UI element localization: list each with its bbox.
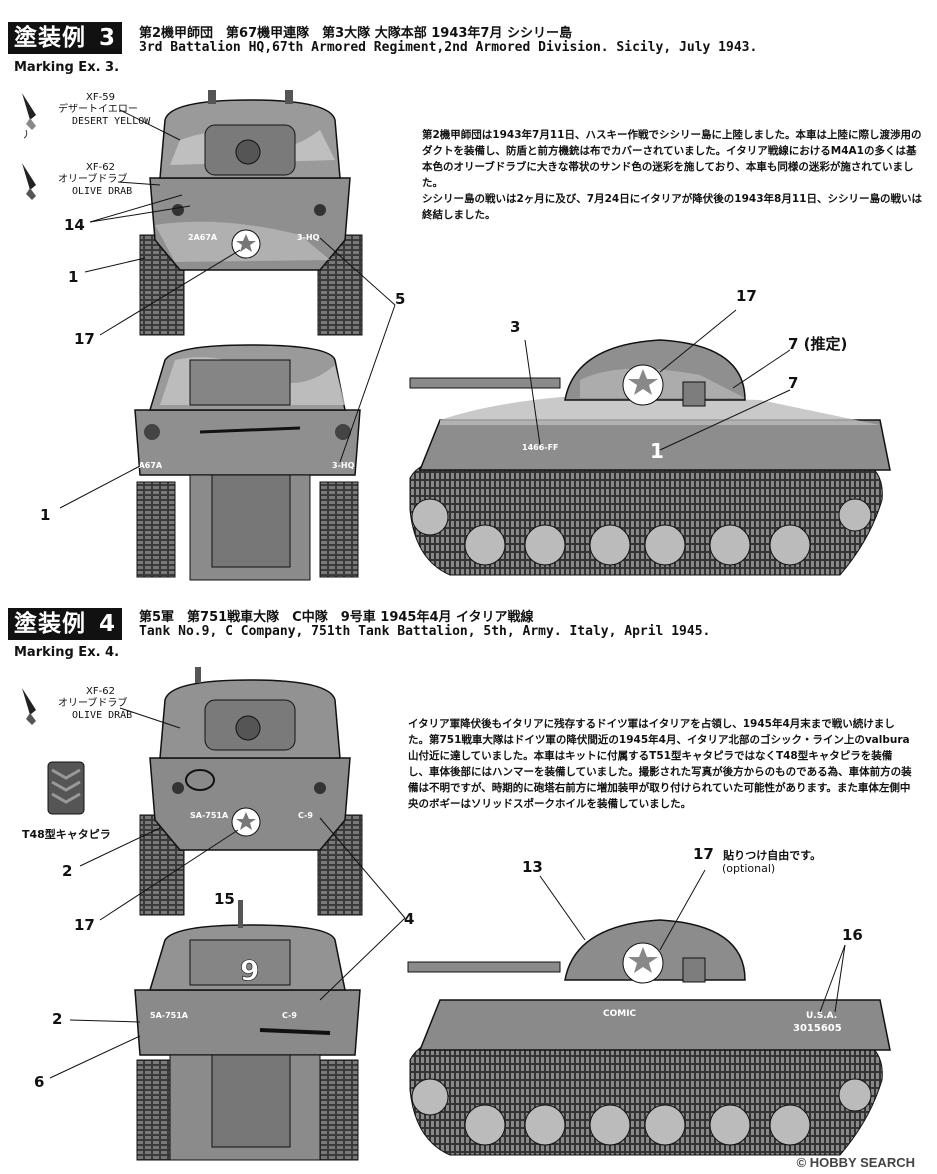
callout-16: 16	[842, 926, 863, 944]
paint-name-jp: オリーブドラブ	[58, 698, 128, 709]
badge-number: 4	[99, 611, 117, 637]
hull-number-front-right: 3-HQ	[297, 233, 320, 242]
callout-13: 13	[522, 858, 543, 876]
usa-text: U.S.A.	[806, 1011, 837, 1021]
badge-number: 3	[99, 25, 117, 51]
ex3-title-jp: 第2機甲師団 第67機甲連隊 第3大隊 大隊本部 1943年7月 シシリー島	[139, 26, 572, 41]
ex4-paint1-label: XF-62 オリーブドラブ OLIVE DRAB	[58, 686, 132, 722]
hull-number-front: 2A67A	[188, 233, 218, 242]
callout-15: 15	[214, 890, 235, 908]
comic-name: COMIC	[603, 1009, 637, 1019]
hull-front-left-code: SA-751A	[190, 811, 229, 820]
callout-number: 17	[693, 845, 714, 863]
turret-number-side: 1	[650, 439, 664, 463]
ex4-side-view: COMIC U.S.A. 3015605	[407, 919, 891, 1156]
t48-track-icon	[47, 761, 85, 815]
desc-para: イタリア軍降伏後もイタリアに残存するドイツ軍はイタリアを占領し、1945年4月末…	[408, 718, 912, 810]
hull-front-right-code: C-9	[298, 811, 313, 820]
ex4-marking-label: Marking Ex. 4.	[14, 645, 120, 660]
rear-number-left: 2A67A	[133, 461, 163, 470]
hull-number-side: 1466-FF	[522, 443, 559, 452]
callout-6: 6	[34, 1073, 45, 1091]
ex3-side-view: 1 1466-FF	[409, 339, 891, 576]
callout-3: 3	[510, 318, 521, 336]
turret-rear-number: 9	[240, 954, 259, 987]
rear-number-right: 3-HQ	[332, 461, 355, 470]
callout-2: 2	[62, 862, 73, 880]
ex4-front-view: SA-751A C-9	[139, 667, 363, 916]
callout-17: 17	[74, 330, 95, 348]
optional-note-jp: 貼りつけ自由です。	[723, 849, 822, 862]
paint-code: XF-62	[86, 686, 115, 697]
callout-7: 7	[788, 374, 799, 392]
ex3-paint2-label: XF-62 オリーブドラブ OLIVE DRAB	[58, 162, 132, 198]
ex4-title-en: Tank No.9, C Company, 751th Tank Battali…	[139, 624, 711, 639]
paint-code: XF-59	[86, 92, 115, 103]
registration-serial: 3015605	[793, 1023, 842, 1034]
paint-code: XF-62	[86, 162, 115, 173]
badge-text: 塗装例	[14, 611, 86, 637]
ex3-description: 第2機甲師団は1943年7月11日、ハスキー作戦でシシリー島に上陸しました。本車…	[422, 127, 922, 223]
desc-para-1: 第2機甲師団は1943年7月11日、ハスキー作戦でシシリー島に上陸しました。本車…	[422, 129, 922, 189]
callout-1-rear: 1	[40, 506, 51, 524]
ex3-leader-lines	[59, 109, 791, 509]
ex3-front-view: 2A67A 3-HQ	[139, 90, 363, 336]
paint-name-jp: オリーブドラブ	[58, 174, 128, 185]
paint-brush-icon	[22, 93, 36, 139]
ex4-rear-view: 9 5A-751A C-9	[134, 900, 361, 1161]
ex3-title-en: 3rd Battalion HQ,67th Armored Regiment,2…	[139, 40, 758, 55]
desc-para-2: シシリー島の戦いは2ヶ月に及び、7月24日にイタリアが降伏後の1943年8月11…	[422, 193, 922, 221]
callout-17-side: 17	[736, 287, 757, 305]
callout-2-rear: 2	[52, 1010, 63, 1028]
paint-brush-icon	[22, 163, 36, 200]
callout-4: 4	[404, 910, 415, 928]
callout-17: 17	[74, 916, 95, 934]
rear-right-code: C-9	[282, 1011, 297, 1020]
marking-ex3-badge: 塗装例 3	[8, 22, 123, 54]
t48-track-label: T48型キャタピラ	[22, 828, 111, 841]
ex4-leader-lines	[49, 707, 846, 1079]
paint-name-en: OLIVE DRAB	[72, 710, 133, 721]
ex4-title-jp: 第5軍 第751戦車大隊 C中隊 9号車 1945年4月 イタリア戦線	[139, 610, 534, 625]
watermark: © HOBBY SEARCH	[796, 1155, 915, 1170]
optional-note-en: (optional)	[722, 862, 776, 875]
callout-17-side: 17 貼りつけ自由です。	[693, 845, 821, 863]
callout-5: 5	[395, 290, 406, 308]
ex3-rear-view: 2A67A 3-HQ	[133, 344, 361, 581]
rear-left-code: 5A-751A	[150, 1011, 189, 1020]
ex3-paint1-label: XF-59 デザートイエロー DESERT YELLOW	[58, 92, 150, 128]
paint-name-en: OLIVE DRAB	[72, 186, 133, 197]
ex3-marking-label: Marking Ex. 3.	[14, 60, 120, 75]
badge-text: 塗装例	[14, 25, 86, 51]
callout-14: 14	[64, 216, 85, 234]
ex4-description: イタリア軍降伏後もイタリアに残存するドイツ軍はイタリアを占領し、1945年4月末…	[408, 716, 913, 812]
callout-7-presumed: 7 (推定)	[788, 335, 848, 353]
paint-brush-icon	[22, 688, 36, 725]
paint-name-jp: デザートイエロー	[58, 104, 138, 115]
callout-1: 1	[68, 268, 79, 286]
marking-ex4-badge: 塗装例 4	[8, 608, 123, 640]
paint-name-en: DESERT YELLOW	[72, 116, 151, 127]
